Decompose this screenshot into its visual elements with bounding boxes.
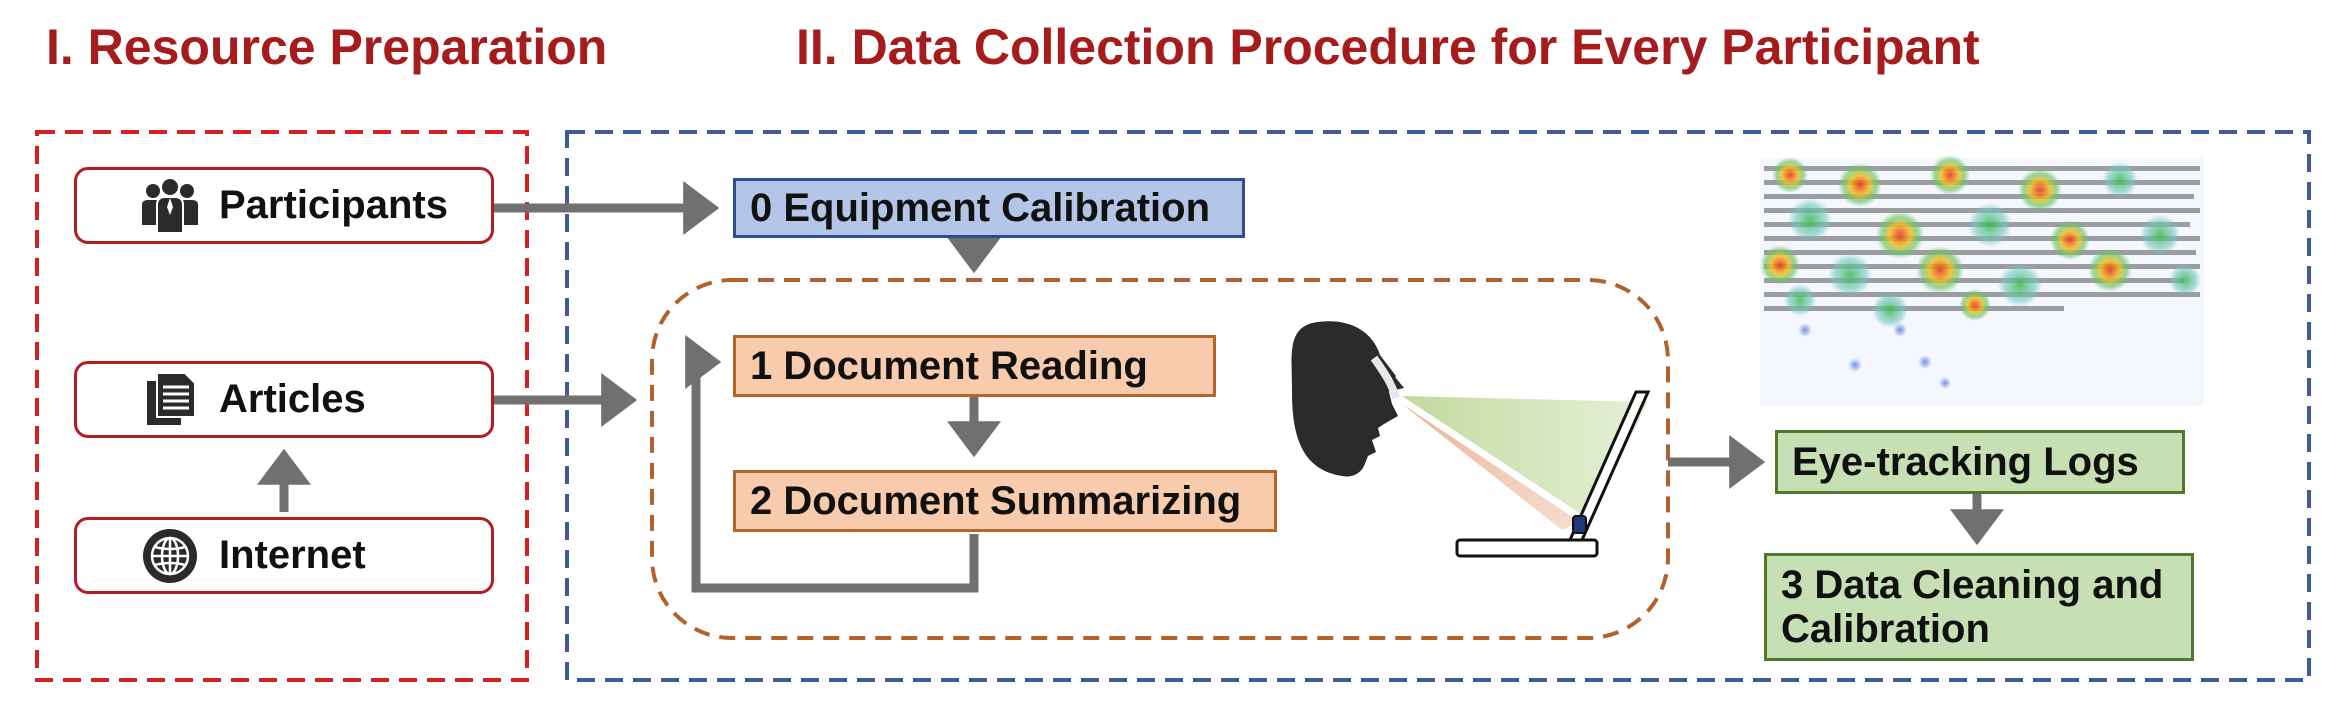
participants-label: Participants bbox=[219, 183, 448, 227]
data-collection-frame bbox=[565, 130, 2311, 682]
articles-label: Articles bbox=[219, 377, 366, 421]
gaze-beam-orange bbox=[1402, 404, 1580, 530]
step-document-summarizing: 2 Document Summarizing bbox=[733, 470, 1277, 532]
step-document-reading: 1 Document Reading bbox=[733, 335, 1216, 397]
gaze-heatmap-image bbox=[1760, 155, 2204, 406]
resource-preparation-frame bbox=[35, 130, 529, 682]
head-profile-icon bbox=[1291, 321, 1404, 477]
arrow-summarizing-loop-back bbox=[685, 335, 979, 593]
internet-label: Internet bbox=[219, 533, 366, 577]
data-cleaning-line1: 3 Data Cleaning and bbox=[1781, 563, 2164, 607]
globe-icon bbox=[139, 525, 201, 587]
internet-box: Internet bbox=[74, 517, 494, 594]
section-title-resource-preparation: I. Resource Preparation bbox=[46, 19, 608, 75]
eye-tracking-logs-box: Eye-tracking Logs bbox=[1775, 430, 2185, 494]
section-title-data-collection: II. Data Collection Procedure for Every … bbox=[796, 19, 1980, 75]
people-group-icon bbox=[139, 175, 201, 237]
document-stack-icon bbox=[139, 369, 201, 431]
laptop-icon bbox=[1455, 390, 1651, 558]
articles-box: Articles bbox=[74, 361, 494, 438]
participants-box: Participants bbox=[74, 167, 494, 244]
gaze-beam-green bbox=[1402, 396, 1648, 520]
step-equipment-calibration: 0 Equipment Calibration bbox=[733, 178, 1245, 238]
step-data-cleaning-calibration: 3 Data Cleaning and Calibration bbox=[1764, 553, 2194, 661]
data-cleaning-line2: Calibration bbox=[1781, 607, 1990, 651]
